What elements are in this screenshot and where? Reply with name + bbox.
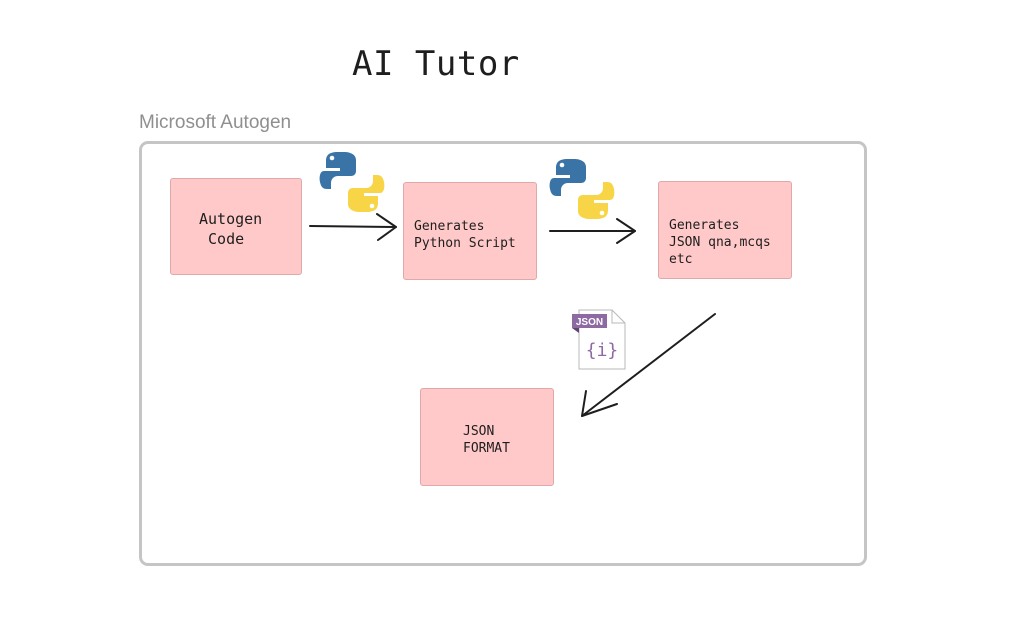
node-autogen-code[interactable]: Autogen Code <box>170 178 302 275</box>
arrow-script-to-json-qna <box>549 218 636 244</box>
autogen-frame <box>139 141 867 566</box>
python-icon <box>549 159 615 219</box>
diagram-title: AI Tutor <box>352 44 520 84</box>
node-json-format[interactable]: JSON FORMAT <box>420 388 554 486</box>
arrow-json-qna-to-format <box>581 313 716 417</box>
arrow-code-to-script <box>309 213 397 241</box>
json-icon-glyph: {i} <box>586 340 619 361</box>
python-icon <box>319 152 385 212</box>
node-python-script[interactable]: Generates Python Script <box>403 182 537 280</box>
group-label: Microsoft Autogen <box>139 112 292 133</box>
json-icon-label: JSON <box>576 317 603 328</box>
node-json-qna[interactable]: Generates JSON qna,mcqs etc <box>658 181 792 279</box>
json-file-icon: JSON {i} <box>572 309 626 370</box>
